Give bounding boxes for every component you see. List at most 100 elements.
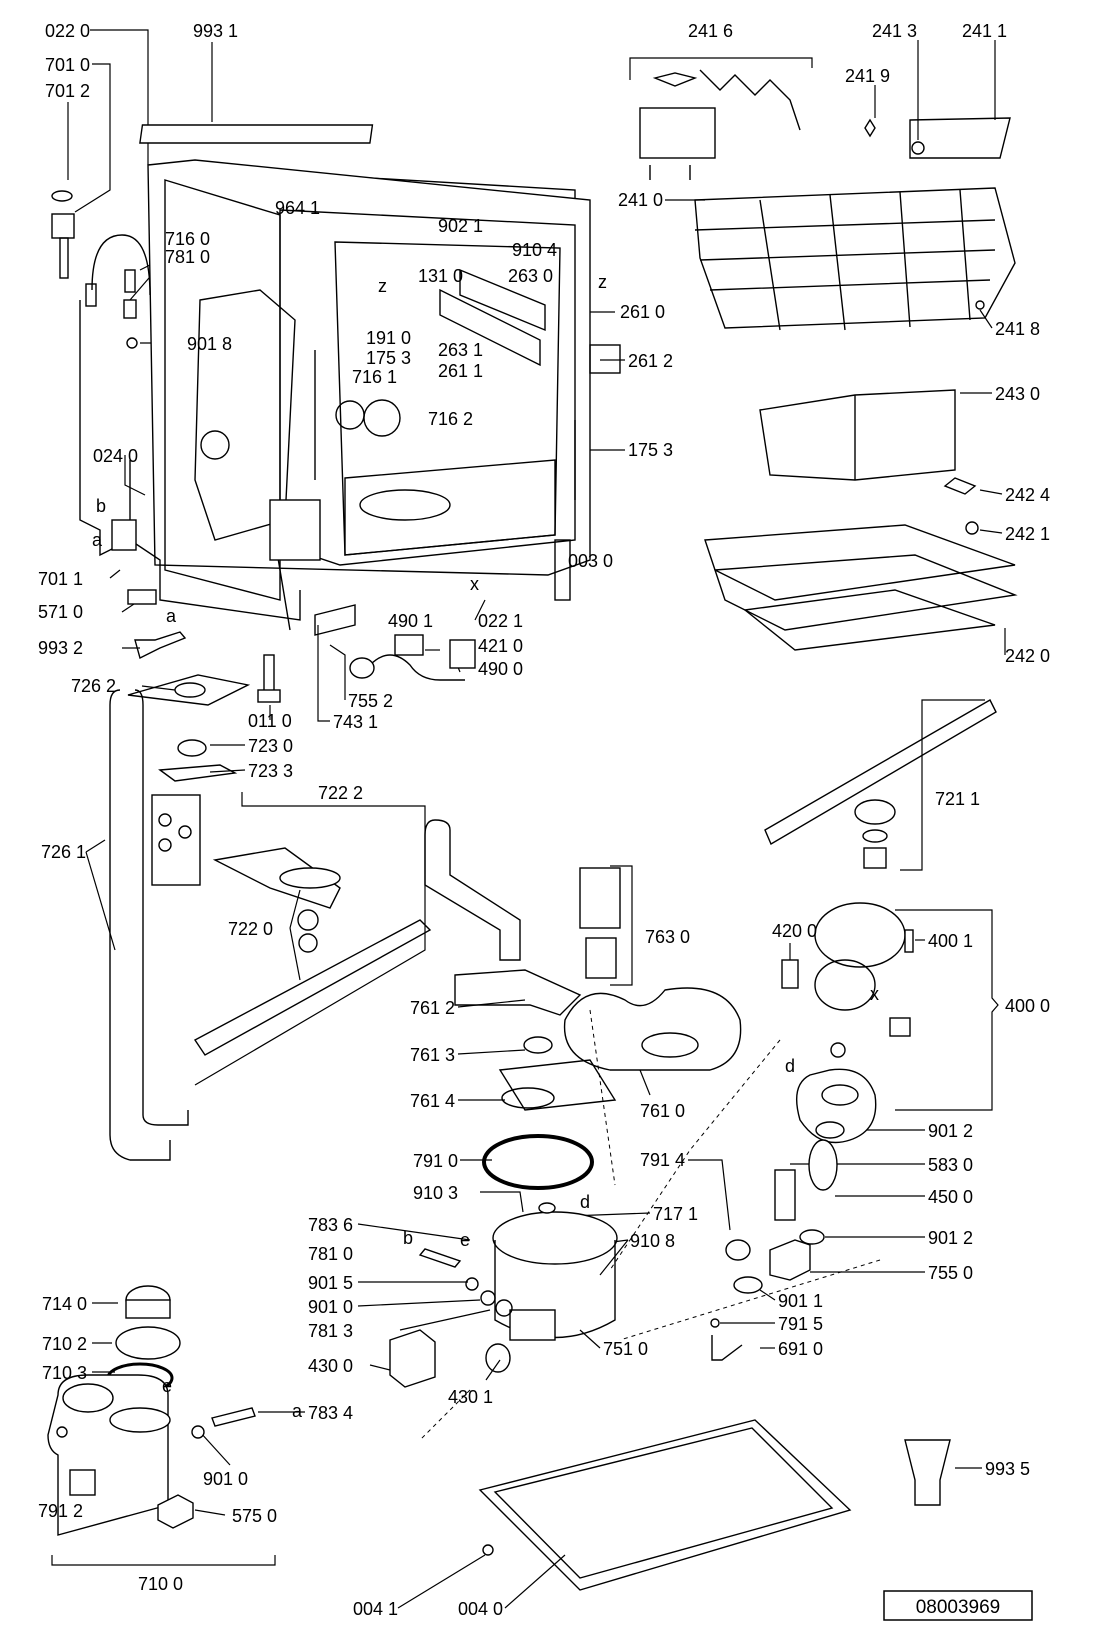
label-175-3-right: 175 3 xyxy=(628,440,673,460)
water-softener-parts xyxy=(47,1285,256,1536)
label-241-8: 241 8 xyxy=(995,319,1040,339)
label-761-4: 761 4 xyxy=(410,1091,455,1111)
letter-e-softener: e xyxy=(162,1376,172,1396)
label-761-2: 761 2 xyxy=(410,998,455,1018)
letter-d-sump: d xyxy=(580,1192,590,1212)
label-781-0-lower: 781 0 xyxy=(308,1244,353,1264)
label-761-0: 761 0 xyxy=(640,1101,685,1121)
label-191-0: 191 0 xyxy=(366,328,411,348)
label-722-0: 722 0 xyxy=(228,919,273,939)
label-175-3: 175 3 xyxy=(366,348,411,368)
label-901-1: 901 1 xyxy=(778,1291,823,1311)
label-261-2: 261 2 xyxy=(628,351,673,371)
label-701-0: 701 0 xyxy=(45,55,90,75)
letter-a-mid: a xyxy=(166,606,177,626)
label-241-3: 241 3 xyxy=(872,21,917,41)
label-400-0: 400 0 xyxy=(1005,996,1050,1016)
label-723-0: 723 0 xyxy=(248,736,293,756)
label-751-0: 751 0 xyxy=(603,1339,648,1359)
label-710-2: 710 2 xyxy=(42,1334,87,1354)
document-number: 08003969 xyxy=(916,1597,1001,1618)
label-400-1: 400 1 xyxy=(928,931,973,951)
label-791-4: 791 4 xyxy=(640,1150,685,1170)
label-763-0: 763 0 xyxy=(645,927,690,947)
label-783-4: 783 4 xyxy=(308,1403,353,1423)
letter-b-lower: b xyxy=(403,1228,413,1248)
label-901-2-lower: 901 2 xyxy=(928,1228,973,1248)
letter-e-sump: e xyxy=(460,1230,470,1250)
label-242-0: 242 0 xyxy=(1005,646,1050,666)
label-241-1: 241 1 xyxy=(962,21,1007,41)
tub-assembly xyxy=(129,124,621,631)
label-241-6: 241 6 xyxy=(688,21,733,41)
letter-b-upper: b xyxy=(96,496,106,516)
label-011-0: 011 0 xyxy=(248,711,292,731)
label-726-1: 726 1 xyxy=(41,842,86,862)
letter-a-lower: a xyxy=(292,1401,303,1421)
label-743-1: 743 1 xyxy=(333,712,378,732)
label-716-0: 716 0 xyxy=(165,229,210,249)
label-993-2: 993 2 xyxy=(38,638,83,658)
label-004-0: 004 0 xyxy=(458,1599,503,1619)
label-701-1: 701 1 xyxy=(38,569,83,589)
label-243-0: 243 0 xyxy=(995,384,1040,404)
label-910-4: 910 4 xyxy=(512,240,557,260)
label-791-5: 791 5 xyxy=(778,1314,823,1334)
label-242-1: 242 1 xyxy=(1005,524,1050,544)
part-labels: 022 0 993 1 701 0 701 2 964 1 902 1 910 … xyxy=(38,21,1050,1619)
label-910-3: 910 3 xyxy=(413,1183,458,1203)
label-901-8: 901 8 xyxy=(187,334,232,354)
letter-z-left: z xyxy=(378,276,387,296)
sump-filter-parts xyxy=(389,819,742,1388)
label-024-0: 024 0 xyxy=(93,446,138,466)
label-721-1: 721 1 xyxy=(935,789,980,809)
label-583-0: 583 0 xyxy=(928,1155,973,1175)
label-241-0: 241 0 xyxy=(618,190,663,210)
label-490-1: 490 1 xyxy=(388,611,433,631)
document-number-box: 08003969 xyxy=(883,1590,1033,1621)
spray-arm-parts xyxy=(109,674,432,1161)
label-755-2: 755 2 xyxy=(348,691,393,711)
label-791-0: 791 0 xyxy=(413,1151,458,1171)
label-993-1: 993 1 xyxy=(193,21,238,41)
electrical-parts xyxy=(314,604,476,681)
basket-parts xyxy=(639,69,1018,651)
connection-letters: z z b a a x x d d b e e a xyxy=(92,272,879,1421)
label-420-0: 420 0 xyxy=(772,921,817,941)
label-993-5: 993 5 xyxy=(985,1459,1030,1479)
label-241-9: 241 9 xyxy=(845,66,890,86)
label-791-2: 791 2 xyxy=(38,1501,83,1521)
label-964-1: 964 1 xyxy=(275,198,320,218)
fill-valve-parts xyxy=(51,190,281,703)
letter-x-pump: x xyxy=(870,984,879,1004)
pump-motor-parts xyxy=(710,699,997,1506)
label-761-3: 761 3 xyxy=(410,1045,455,1065)
label-430-0: 430 0 xyxy=(308,1356,353,1376)
label-450-0: 450 0 xyxy=(928,1187,973,1207)
label-901-0-lower: 901 0 xyxy=(203,1469,248,1489)
label-901-0: 901 0 xyxy=(308,1297,353,1317)
label-755-0: 755 0 xyxy=(928,1263,973,1283)
label-490-0: 490 0 xyxy=(478,659,523,679)
label-003-0: 003 0 xyxy=(568,551,613,571)
label-263-0: 263 0 xyxy=(508,266,553,286)
letter-x-tub: x xyxy=(470,574,479,594)
label-242-4: 242 4 xyxy=(1005,485,1050,505)
label-783-6: 783 6 xyxy=(308,1215,353,1235)
label-131-0: 131 0 xyxy=(418,266,463,286)
label-722-2: 722 2 xyxy=(318,783,363,803)
label-717-1: 717 1 xyxy=(653,1204,698,1224)
label-781-0: 781 0 xyxy=(165,247,210,267)
label-571-0: 571 0 xyxy=(38,602,83,622)
label-004-1: 004 1 xyxy=(353,1599,398,1619)
label-781-3: 781 3 xyxy=(308,1321,353,1341)
label-430-1: 430 1 xyxy=(448,1387,493,1407)
label-726-2: 726 2 xyxy=(71,676,116,696)
letter-z-right: z xyxy=(598,272,607,292)
label-714-0: 714 0 xyxy=(42,1294,87,1314)
label-575-0: 575 0 xyxy=(232,1506,277,1526)
label-022-1: 022 1 xyxy=(478,611,523,631)
letter-a-upper: a xyxy=(92,530,103,550)
label-723-3: 723 3 xyxy=(248,761,293,781)
base-plate xyxy=(478,1419,852,1591)
